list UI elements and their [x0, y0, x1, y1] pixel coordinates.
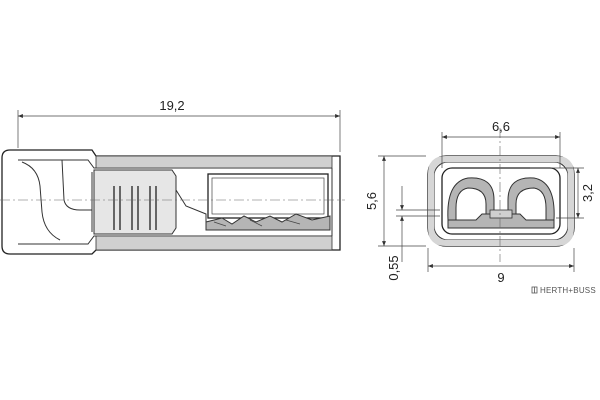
dimension-outer-width: 9: [427, 248, 575, 285]
outer-height-label: 5,6: [364, 192, 379, 210]
side-view: [0, 149, 345, 255]
dimension-wall-thickness: 0,55: [386, 186, 440, 281]
dimension-overall-length: 19,2: [17, 98, 341, 152]
dimension-outer-height: 5,6: [364, 155, 426, 247]
dimension-inner-height: 3,2: [530, 167, 595, 219]
overall-length-label: 19,2: [159, 98, 184, 113]
opening-width-label: 6,6: [492, 119, 510, 134]
brand-logo: HERTH+BUSS: [531, 286, 596, 295]
brand-name: HERTH+BUSS: [540, 286, 596, 295]
end-view: [427, 128, 575, 262]
inner-height-label: 3,2: [580, 184, 595, 202]
dimension-opening-width: 6,6: [441, 119, 561, 168]
wall-thickness-label: 0,55: [386, 255, 401, 280]
outer-width-label: 9: [497, 270, 504, 285]
